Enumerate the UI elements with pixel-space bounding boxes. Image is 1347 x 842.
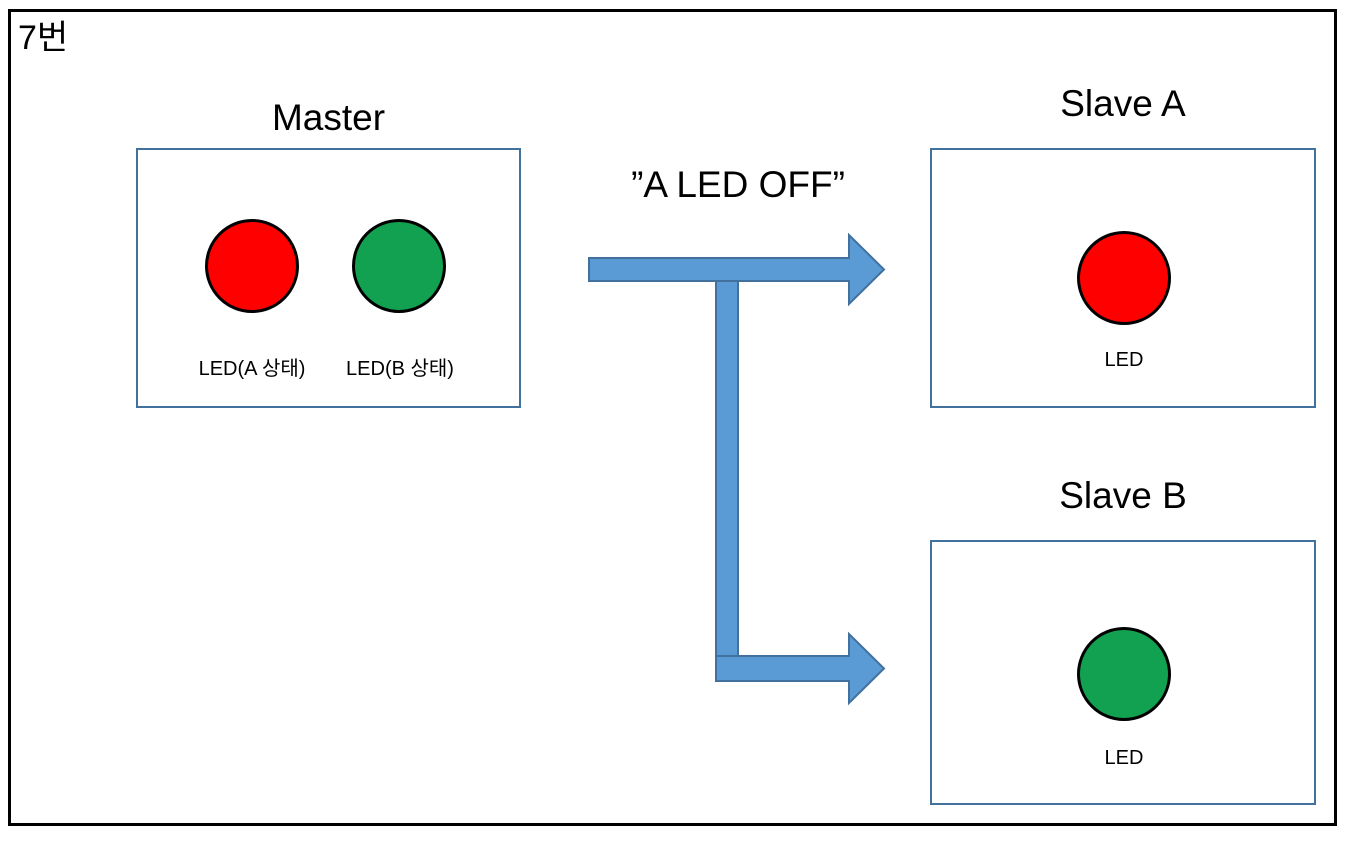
master-led-b-indicator bbox=[352, 219, 446, 313]
slave-a-led-caption: LED bbox=[1104, 349, 1144, 371]
master-led-b-caption: LED(B 상태) bbox=[346, 358, 454, 380]
slave-b-led-indicator bbox=[1077, 627, 1171, 721]
master-led-a-indicator bbox=[205, 219, 299, 313]
master-title: Master bbox=[271, 97, 386, 138]
slide-number-label: 7번 bbox=[18, 19, 69, 57]
master-led-a-caption: LED(A 상태) bbox=[198, 358, 306, 380]
slave-a-led-indicator bbox=[1077, 231, 1171, 325]
slave-b-title: Slave B bbox=[1059, 475, 1187, 516]
command-message-label: ”A LED OFF” bbox=[631, 164, 845, 205]
slide-frame bbox=[8, 9, 1337, 826]
slave-b-led-caption: LED bbox=[1104, 747, 1144, 769]
master-box bbox=[136, 148, 521, 408]
slave-a-title: Slave A bbox=[1060, 83, 1186, 124]
